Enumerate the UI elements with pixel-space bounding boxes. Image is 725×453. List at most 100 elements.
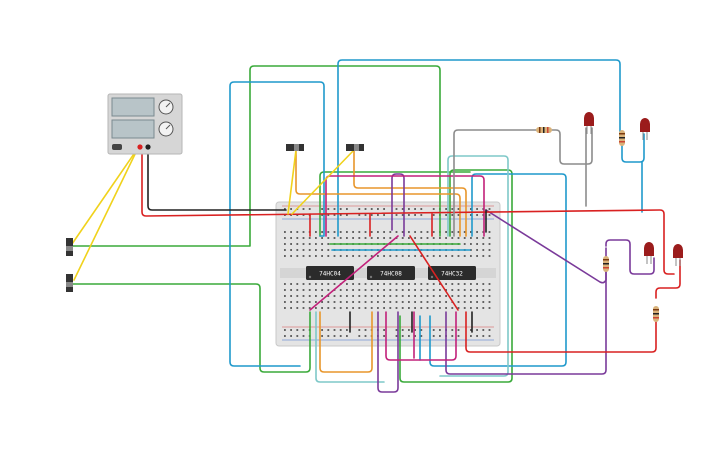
breadboard-hole[interactable] <box>420 208 423 210</box>
breadboard-hole[interactable] <box>346 283 348 285</box>
breadboard-hole[interactable] <box>302 335 305 337</box>
wire-orange[interactable] <box>295 149 461 237</box>
breadboard-hole[interactable] <box>432 237 435 239</box>
breadboard-hole[interactable] <box>302 329 305 331</box>
breadboard-hole[interactable] <box>457 208 460 210</box>
breadboard-hole[interactable] <box>408 301 410 303</box>
breadboard-hole[interactable] <box>389 231 392 233</box>
breadboard-hole[interactable] <box>302 237 305 239</box>
breadboard-hole[interactable] <box>364 329 367 331</box>
breadboard-hole[interactable] <box>414 237 416 239</box>
wire-red[interactable] <box>409 235 459 311</box>
breadboard-hole[interactable] <box>321 214 323 216</box>
breadboard-hole[interactable] <box>370 208 373 210</box>
breadboard-hole[interactable] <box>352 231 354 233</box>
breadboard-hole[interactable] <box>315 237 317 239</box>
breadboard-hole[interactable] <box>339 289 342 291</box>
breadboard-hole[interactable] <box>358 335 361 337</box>
breadboard-hole[interactable] <box>451 237 454 239</box>
breadboard-hole[interactable] <box>333 208 336 210</box>
wire-yellow[interactable] <box>291 149 355 215</box>
breadboard-hole[interactable] <box>352 237 354 239</box>
breadboard-hole[interactable] <box>476 214 478 216</box>
breadboard-hole[interactable] <box>395 231 398 233</box>
breadboard-hole[interactable] <box>333 255 336 257</box>
breadboard-hole[interactable] <box>457 214 460 216</box>
breadboard-hole[interactable] <box>445 208 447 210</box>
breadboard-hole[interactable] <box>321 307 323 309</box>
breadboard-hole[interactable] <box>302 214 305 216</box>
ic-chip-3[interactable]: 74HC32 <box>428 266 476 280</box>
breadboard-hole[interactable] <box>414 307 416 309</box>
breadboard-hole[interactable] <box>488 295 491 297</box>
breadboard-hole[interactable] <box>296 249 299 251</box>
resistor-icon[interactable] <box>603 256 609 272</box>
breadboard-hole[interactable] <box>432 231 435 233</box>
breadboard-hole[interactable] <box>296 307 299 309</box>
breadboard-hole[interactable] <box>296 329 299 331</box>
wire-blue[interactable] <box>621 133 645 163</box>
breadboard-hole[interactable] <box>315 231 317 233</box>
resistor-icon[interactable] <box>619 130 625 146</box>
breadboard-hole[interactable] <box>364 214 367 216</box>
breadboard-hole[interactable] <box>482 243 485 245</box>
breadboard-hole[interactable] <box>408 289 410 291</box>
breadboard-hole[interactable] <box>383 214 385 216</box>
breadboard-hole[interactable] <box>476 283 478 285</box>
breadboard-hole[interactable] <box>302 295 305 297</box>
breadboard-hole[interactable] <box>426 289 429 291</box>
positive-terminal[interactable] <box>137 144 143 150</box>
breadboard-hole[interactable] <box>420 295 423 297</box>
wire-purple[interactable] <box>377 311 399 393</box>
wire-yellow[interactable] <box>287 149 297 215</box>
breadboard-hole[interactable] <box>321 335 323 337</box>
wire-purple[interactable] <box>445 259 607 375</box>
breadboard-hole[interactable] <box>284 329 286 331</box>
led-icon[interactable] <box>673 244 683 266</box>
breadboard-hole[interactable] <box>333 307 336 309</box>
breadboard-hole[interactable] <box>290 283 292 285</box>
breadboard-hole[interactable] <box>346 231 348 233</box>
breadboard-hole[interactable] <box>296 243 299 245</box>
breadboard-hole[interactable] <box>408 214 410 216</box>
breadboard-hole[interactable] <box>445 255 447 257</box>
breadboard-hole[interactable] <box>290 249 292 251</box>
breadboard-hole[interactable] <box>364 237 367 239</box>
breadboard-hole[interactable] <box>482 307 485 309</box>
wire-red[interactable] <box>465 311 657 353</box>
breadboard-hole[interactable] <box>463 289 466 291</box>
breadboard-hole[interactable] <box>302 307 305 309</box>
breadboard-hole[interactable] <box>463 283 466 285</box>
breadboard-hole[interactable] <box>284 249 286 251</box>
breadboard-hole[interactable] <box>284 295 286 297</box>
breadboard-hole[interactable] <box>352 255 354 257</box>
breadboard-hole[interactable] <box>321 255 323 257</box>
breadboard-hole[interactable] <box>488 329 491 331</box>
ic-chip-2[interactable]: 74HC08 <box>367 266 415 280</box>
breadboard-hole[interactable] <box>333 214 336 216</box>
breadboard-hole[interactable] <box>408 335 410 337</box>
breadboard-hole[interactable] <box>470 255 472 257</box>
breadboard-hole[interactable] <box>432 255 435 257</box>
breadboard-hole[interactable] <box>377 208 379 210</box>
breadboard-hole[interactable] <box>370 289 373 291</box>
breadboard-hole[interactable] <box>364 335 367 337</box>
breadboard-hole[interactable] <box>408 237 410 239</box>
led-icon[interactable] <box>584 112 594 134</box>
breadboard-hole[interactable] <box>408 231 410 233</box>
breadboard-hole[interactable] <box>408 283 410 285</box>
breadboard-hole[interactable] <box>457 301 460 303</box>
breadboard-hole[interactable] <box>420 255 423 257</box>
breadboard-hole[interactable] <box>470 208 472 210</box>
breadboard-hole[interactable] <box>358 307 361 309</box>
wire-yellow[interactable] <box>71 147 139 245</box>
breadboard-hole[interactable] <box>377 283 379 285</box>
breadboard-hole[interactable] <box>333 283 336 285</box>
power-button[interactable] <box>112 144 122 150</box>
breadboard-hole[interactable] <box>383 255 385 257</box>
breadboard-hole[interactable] <box>346 295 348 297</box>
breadboard-hole[interactable] <box>290 301 292 303</box>
breadboard-hole[interactable] <box>414 283 416 285</box>
breadboard-hole[interactable] <box>290 255 292 257</box>
breadboard-hole[interactable] <box>426 237 429 239</box>
